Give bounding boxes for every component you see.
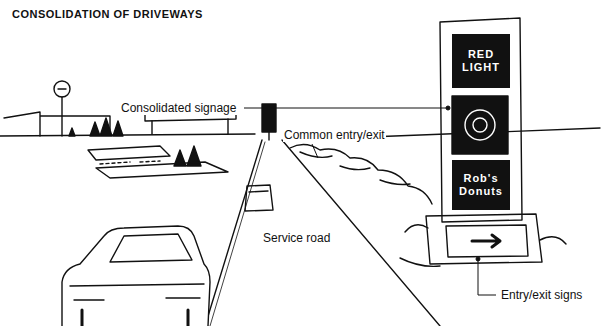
leader-line	[244, 108, 448, 109]
pole-sign-mark	[58, 88, 66, 89]
car-wheel	[82, 310, 188, 326]
diagram-title: CONSOLIDATION OF DRIVEWAYS	[12, 8, 203, 20]
sign-logo-panel	[452, 96, 508, 154]
horizon-line	[0, 134, 255, 136]
sign-pole	[61, 97, 62, 136]
sign-logo	[465, 110, 495, 140]
hatching	[100, 161, 160, 164]
car-on-road	[245, 185, 273, 211]
sign-panel: RED LIGHT	[452, 34, 510, 88]
leader-line	[478, 260, 496, 295]
callout-label: Service road	[262, 231, 331, 245]
sign-frame	[440, 18, 522, 222]
tree	[69, 118, 123, 136]
sign-base	[426, 214, 542, 264]
road-edge	[205, 140, 262, 326]
road-edge	[210, 142, 265, 326]
car-windshield	[110, 234, 192, 262]
callout-label: Common entry/exit	[283, 128, 386, 142]
leader-dot	[476, 257, 480, 261]
callout-label: Consolidated signage	[120, 101, 237, 115]
planter-island	[96, 162, 228, 178]
pole-sign	[54, 81, 70, 97]
canopy-post	[152, 119, 228, 134]
landscape-curb	[290, 144, 432, 204]
entry-exit-sign	[446, 225, 528, 257]
sign-panel: Rob's Donuts	[452, 160, 510, 210]
car-window	[249, 191, 268, 192]
callout-label: Entry/exit signs	[500, 288, 583, 302]
sign-text: RED LIGHT	[454, 48, 508, 74]
landscape-shrub	[300, 152, 410, 185]
planter-island	[88, 146, 170, 160]
base-shrub	[400, 225, 566, 267]
sign-logo	[473, 118, 487, 132]
small-sign-post	[268, 132, 269, 140]
leader-dot	[267, 106, 271, 110]
car-body	[62, 226, 210, 326]
leader-line	[312, 144, 318, 158]
leader-dot	[446, 106, 450, 110]
entry-arrow	[472, 235, 500, 247]
sign-text: Rob's Donuts	[454, 172, 508, 198]
car-detail	[70, 284, 204, 300]
